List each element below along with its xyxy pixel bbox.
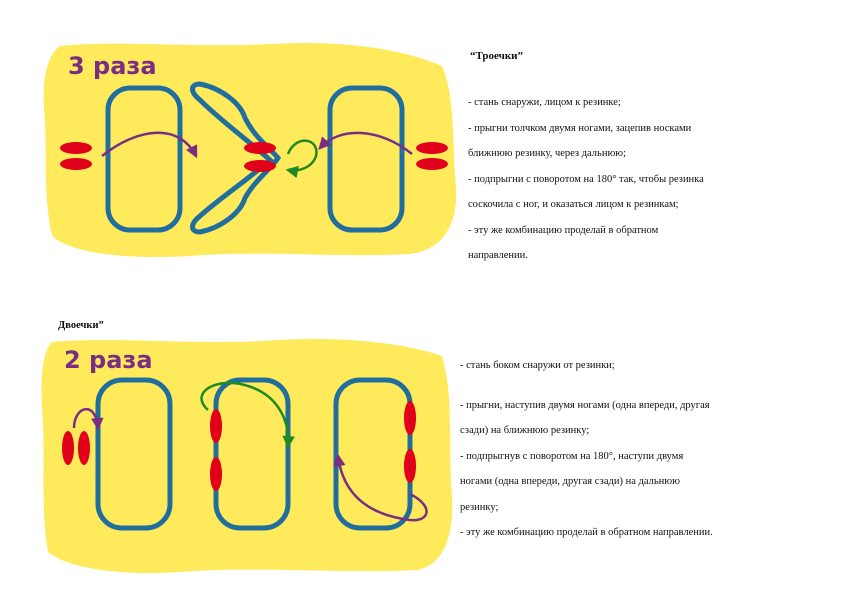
section-title: Двоечки” bbox=[58, 320, 104, 331]
section-steps: - стань боком снаружи от резинки; - прыг… bbox=[460, 353, 713, 546]
step-line: - прыгни толчком двумя ногами, зацепив н… bbox=[468, 122, 692, 134]
feet-on-near-rope bbox=[210, 409, 222, 491]
step-line: - подпрыгнув с поворотом на 180°, наступ… bbox=[460, 450, 684, 462]
step-line: - эту же комбинацию проделай в обратном … bbox=[460, 527, 713, 538]
rope-left bbox=[105, 85, 183, 233]
jump-arrow-right bbox=[318, 131, 413, 155]
step-line: - стань снаружи, лицом к резинке; bbox=[468, 97, 621, 108]
turn-arrow bbox=[285, 139, 318, 179]
step-line: ближнюю резинку, через дальнюю; bbox=[468, 148, 627, 159]
feet-on-far-rope bbox=[404, 401, 416, 483]
feet-start bbox=[62, 431, 90, 465]
jump-arrow-start bbox=[72, 407, 104, 431]
step-line: - прыгни, наступив двумя ногами (одна вп… bbox=[460, 399, 710, 411]
step-line: соскочила с ног, и оказаться лицом к рез… bbox=[468, 199, 679, 210]
mat-background bbox=[41, 338, 453, 574]
figure-troechki: 3 раза bbox=[40, 38, 460, 260]
step-line: - стань боком снаружи от резинки; bbox=[460, 360, 615, 371]
count-label: 3 раза bbox=[68, 52, 157, 80]
rope-twisted bbox=[190, 81, 282, 235]
rope-2 bbox=[213, 377, 291, 531]
figure-dvoechki: 2 раза bbox=[38, 336, 458, 576]
step-line: сзади) на ближнюю резинку; bbox=[460, 425, 590, 436]
count-label: 2 раза bbox=[64, 346, 153, 374]
section-title: “Троечки” bbox=[470, 50, 524, 62]
return-arrow bbox=[333, 453, 428, 522]
step-line: ногами (одна впереди, другая сзади) на д… bbox=[460, 476, 680, 487]
section-steps: - стань снаружи, лицом к резинке; - прыг… bbox=[468, 90, 704, 269]
jump-arrow-left bbox=[101, 131, 198, 159]
step-line: направлении. bbox=[468, 250, 528, 261]
rope-1 bbox=[95, 377, 173, 531]
step-line: - эту же комбинацию проделай в обратном bbox=[468, 224, 659, 236]
feet-start-left bbox=[60, 142, 92, 170]
turn-arrow bbox=[200, 381, 295, 449]
rope-right bbox=[327, 85, 405, 233]
step-line: резинку; bbox=[460, 501, 499, 513]
feet-start-right bbox=[416, 142, 448, 170]
step-line: - подпрыгни с поворотом на 180° так, что… bbox=[468, 173, 704, 185]
feet-middle bbox=[244, 142, 276, 172]
